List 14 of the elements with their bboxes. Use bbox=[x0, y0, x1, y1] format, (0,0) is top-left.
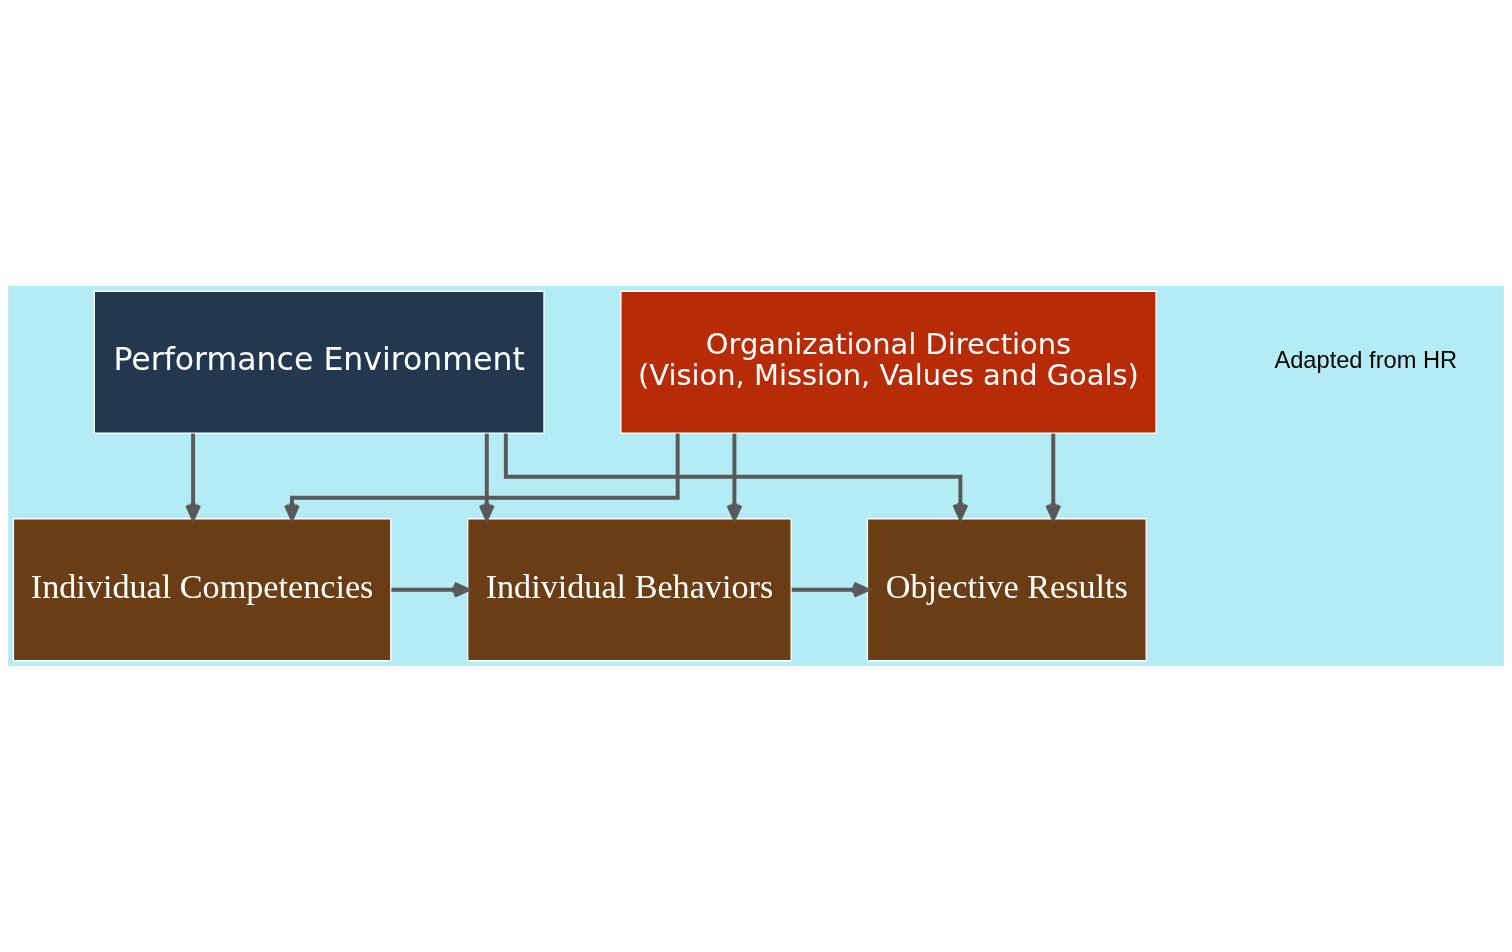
label: Adapted from HR bbox=[1274, 347, 1458, 374]
arrow bbox=[503, 433, 969, 521]
arrow bbox=[185, 433, 201, 521]
arrow bbox=[478, 433, 495, 521]
node-box: Performance Environment bbox=[93, 290, 545, 434]
arrow bbox=[1045, 433, 1062, 521]
node-box: Individual Behaviors bbox=[467, 518, 792, 662]
arrow bbox=[284, 433, 680, 521]
node-box: Objective Results bbox=[866, 518, 1147, 662]
node-box: Individual Competencies bbox=[12, 518, 392, 662]
node-box: Organizational Directions (Vision, Mission, Values and Goals) bbox=[620, 290, 1157, 434]
arrow bbox=[391, 581, 470, 598]
arrow bbox=[726, 433, 743, 521]
arrow bbox=[791, 581, 870, 598]
